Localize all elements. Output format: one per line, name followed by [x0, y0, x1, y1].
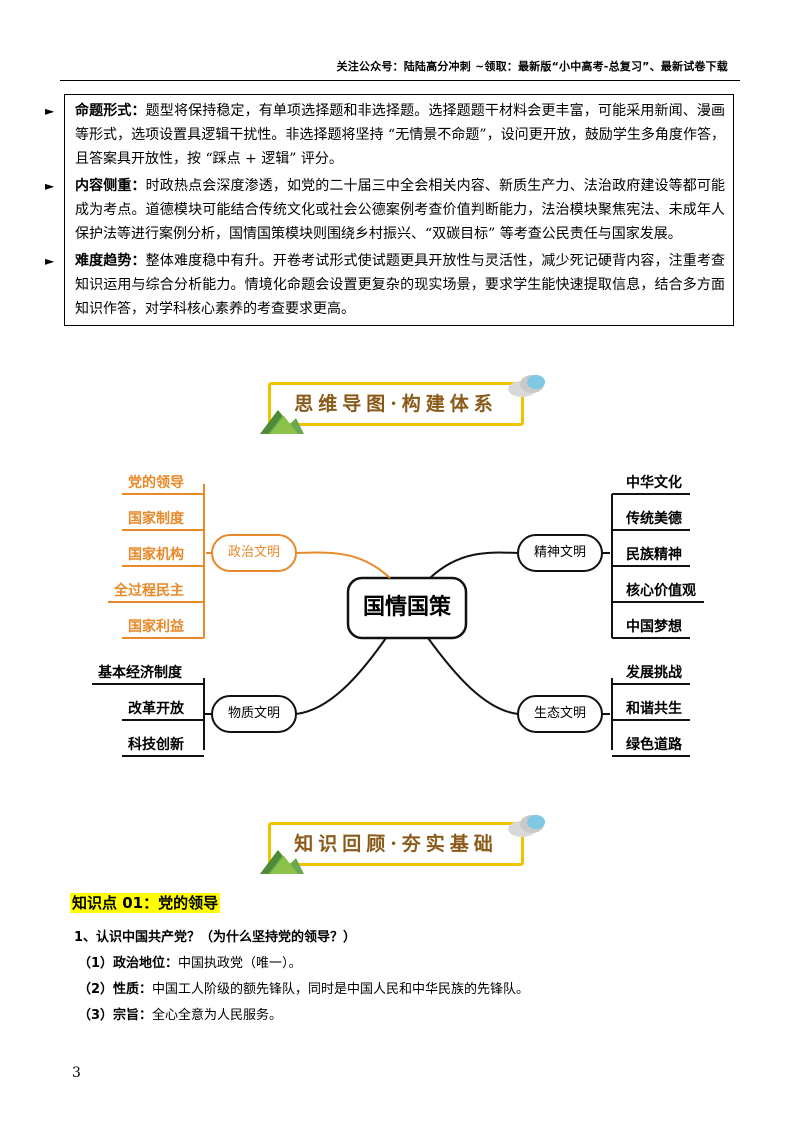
mindmap-center-node: 国情国策	[362, 595, 451, 620]
triangle-bullet-icon: ►	[45, 104, 55, 118]
analysis-text: 时政热点会深度渗透，如党的二十届三中全会相关内容、新质生产力、法治政府建设等都可…	[75, 178, 726, 242]
review-section-banner: 知识回顾·夯实基础	[258, 812, 548, 874]
knowledge-item-label: （3）宗旨：	[78, 1008, 153, 1023]
banner-title: 思维导图·构建体系	[294, 393, 498, 415]
leaf-political: 国家制度	[128, 511, 184, 527]
analysis-item-difficulty: ► 难度趋势：整体难度稳中有升。开卷考试形式使试题更具开放性与灵活性，减少死记硬…	[45, 249, 726, 321]
branch-ecological: 生态文明	[533, 706, 586, 721]
leaf-material: 改革开放	[128, 701, 184, 717]
mountain-icon	[260, 410, 304, 434]
analysis-label: 难度趋势：	[75, 253, 146, 269]
mindmap-section-banner: 思维导图·构建体系	[258, 372, 548, 434]
branch-spiritual: 精神文明	[533, 545, 586, 560]
branch-material: 物质文明	[227, 706, 280, 721]
leaf-political: 国家利益	[128, 619, 184, 635]
knowledge-item-text: 全心全意为人民服务。	[152, 1008, 283, 1023]
analysis-label: 内容侧重：	[75, 178, 146, 194]
mountain-icon	[260, 850, 304, 874]
exam-analysis-box: ► 命题形式：题型将保持稳定，有单项选择题和非选择题。选择题题干材料会更丰富，可…	[45, 94, 734, 326]
page-header: 关注公众号：陆陆高分冲刺 ~领取：最新版“小中高考-总复习”、最新试卷下载	[336, 60, 728, 73]
analysis-text: 题型将保持稳定，有单项选择题和非选择题。选择题题干材料会更丰富，可能采用新闻、漫…	[75, 103, 726, 167]
analysis-label: 命题形式：	[75, 103, 146, 119]
leaf-material: 基本经济制度	[98, 665, 182, 681]
banner-frame	[268, 382, 524, 426]
leaf-material: 科技创新	[128, 737, 184, 753]
triangle-bullet-icon: ►	[45, 179, 55, 193]
cloud-icon	[508, 815, 545, 837]
knowledge-item: （1）政治地位：中国执政党（唯一）。	[78, 952, 302, 971]
banner-title: 知识回顾·夯实基础	[294, 833, 498, 855]
knowledge-point-title: 知识点 01：党的领导	[70, 893, 221, 913]
banner-frame	[268, 822, 524, 866]
mind-map-lines	[92, 484, 704, 757]
knowledge-item-label: （2）性质：	[78, 982, 153, 997]
knowledge-item-label: （1）政治地位：	[78, 956, 179, 971]
leaf-spiritual: 民族精神	[626, 547, 682, 563]
knowledge-item-text: 中国工人阶级的额先锋队，同时是中国人民和中华民族的先锋队。	[152, 982, 530, 997]
cloud-icon	[508, 375, 545, 397]
knowledge-item: （3）宗旨：全心全意为人民服务。	[78, 1004, 282, 1023]
leaf-spiritual: 中华文化	[626, 475, 682, 491]
leaf-ecological: 和谐共生	[626, 701, 682, 717]
knowledge-question: 1、认识中国共产党？（为什么坚持党的领导？）	[74, 930, 357, 945]
leaf-spiritual: 中国梦想	[626, 619, 682, 635]
knowledge-item: （2）性质：中国工人阶级的额先锋队，同时是中国人民和中华民族的先锋队。	[78, 978, 529, 997]
leaf-ecological: 绿色道路	[626, 737, 682, 753]
knowledge-item-text: 中国执政党（唯一）。	[178, 956, 302, 971]
leaf-spiritual: 核心价值观	[626, 583, 696, 599]
leaf-political: 国家机构	[128, 547, 184, 563]
mind-map: 国情国策 政治文明 党的领导 国家制度 国家机构 全过程民主 国家利益 精神文明…	[0, 460, 800, 780]
leaf-political: 全过程民主	[114, 583, 184, 599]
page-number: 3	[72, 1065, 81, 1081]
analysis-item-content: ► 内容侧重：时政热点会深度渗透，如党的二十届三中全会相关内容、新质生产力、法治…	[45, 174, 726, 246]
leaf-political: 党的领导	[128, 475, 184, 491]
leaf-ecological: 发展挑战	[626, 665, 682, 681]
leaf-spiritual: 传统美德	[626, 511, 682, 527]
analysis-item-format: ► 命题形式：题型将保持稳定，有单项选择题和非选择题。选择题题干材料会更丰富，可…	[45, 99, 726, 171]
header-rule	[60, 80, 740, 81]
analysis-text: 整体难度稳中有升。开卷考试形式使试题更具开放性与灵活性，减少死记硬背内容，注重考…	[75, 253, 726, 317]
branch-political: 政治文明	[227, 545, 280, 560]
triangle-bullet-icon: ►	[45, 254, 55, 268]
